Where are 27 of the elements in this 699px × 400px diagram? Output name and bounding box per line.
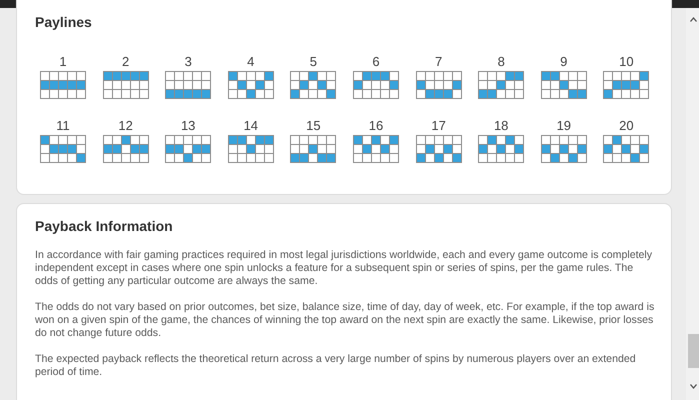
paragraph: In accordance with fair gaming practices required in most legal jurisdictions worldwide, each and every game outcome is completely independent except in cases where one spin unlocks a feature for a subsequent spin or series of spins, per the game rules. The odds of getting any particular outcome are always the same. [35,249,654,288]
section-heading: Payback Information [35,218,173,234]
paragraph: The expected payback reflects the theoretical return across a very large number of spins by numerous players over an extended period of time. [35,353,637,379]
payline-number: 7 [434,53,442,70]
payline-number: 6 [372,53,380,70]
section-heading: Paylines [35,14,92,30]
payline-number: 18 [494,117,508,134]
payline-number: 3 [184,53,192,70]
payline-number: 17 [431,117,446,134]
payback-panel [16,203,672,400]
payline-number: 14 [244,117,258,134]
payline-number: 5 [310,53,317,70]
payline-number: 16 [368,117,384,134]
payline-number: 8 [498,53,505,70]
payline-number: 13 [180,117,196,134]
payline-number: 10 [619,53,634,70]
payline-number: 19 [556,117,572,134]
payline-number: 9 [560,53,568,70]
payline-number: 12 [118,117,133,134]
payline-number: 20 [619,117,634,134]
payline-number: 4 [247,53,254,70]
payline-number: 1 [59,53,67,70]
paragraph: The odds do not vary based on prior outcomes, bet size, balance size, time of day, day of week, etc. For example, if the top award is won on a given spin of the game, the chances of winning the top award on the next spin are exactly the same. Likewise, prior losses do not change future odds. [35,301,656,340]
payline-number: 2 [122,53,130,70]
paylines-panel [16,0,672,195]
payline-number: 11 [56,117,70,134]
payline-number: 15 [306,117,321,134]
